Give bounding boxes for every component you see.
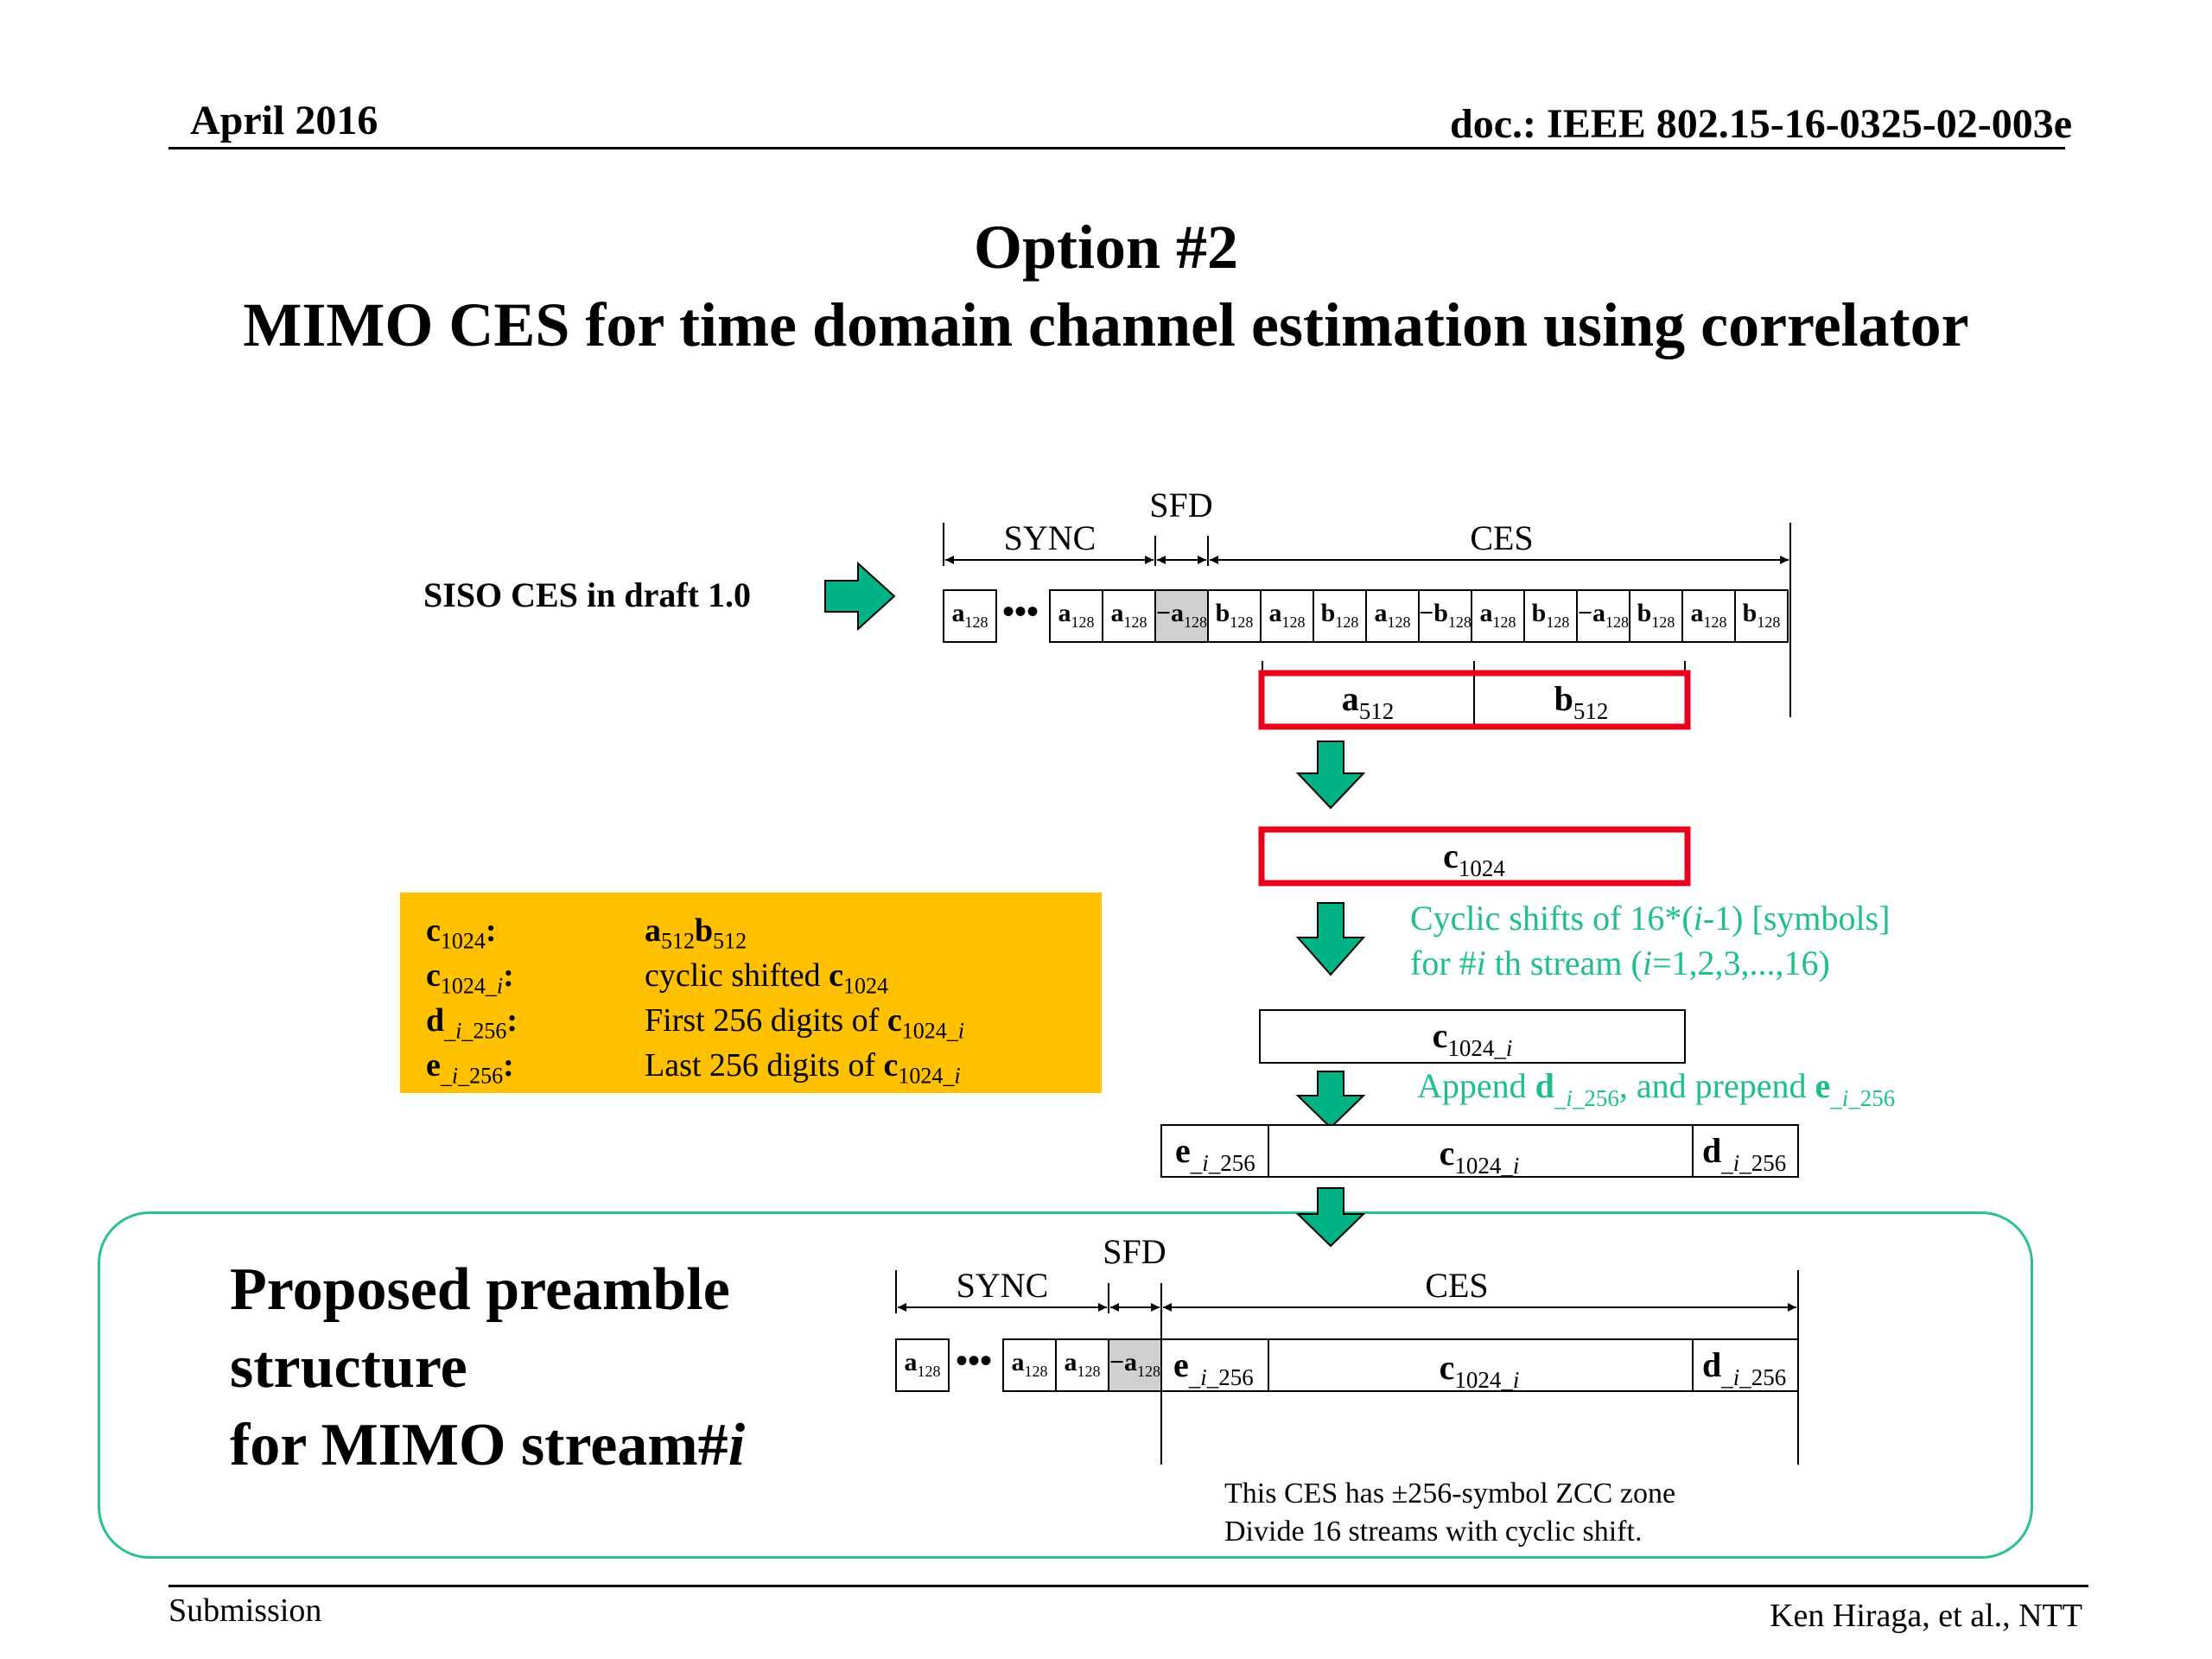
legend-key-e256: e_i_256: — [426, 1047, 514, 1089]
siso-ces-cell: b128 — [1216, 599, 1254, 631]
proposed-ces-label: CES — [1425, 1266, 1488, 1305]
siso-ces-cell-box — [1734, 589, 1789, 643]
siso-sync-cell: a128 — [1058, 599, 1095, 631]
legend-box: c1024: a512b512 c1024_i: cyclic shifted … — [400, 893, 1102, 1093]
proposed-title-line1: Proposed preamble — [230, 1256, 730, 1323]
ellipsis-icon: ••• — [1002, 592, 1039, 631]
block-arrow-right-icon — [824, 561, 896, 632]
proposed-sync-cell: a128 — [1012, 1348, 1048, 1380]
siso-sync-cell-box — [1102, 589, 1156, 643]
siso-ces-cell-box — [1260, 589, 1314, 643]
d256-label: d_i_256 — [1702, 1345, 1786, 1390]
siso-ces-cell-box — [1313, 589, 1367, 643]
siso-ces-cell: a128 — [1691, 599, 1727, 631]
legend-value-e256: Last 256 digits of c1024_i — [645, 1047, 961, 1089]
legend-key-d256: d_i_256: — [426, 1002, 518, 1044]
siso-ces-cell: b128 — [1321, 599, 1359, 631]
e256-label: e_i_256 — [1173, 1345, 1254, 1390]
block-arrow-down-icon — [1295, 741, 1366, 810]
append-note: Append d_i_256, and prepend e_i_256 — [1417, 1066, 1895, 1111]
siso-ces-cell: b128 — [1532, 599, 1570, 631]
siso-sync-label: SYNC — [1004, 518, 1096, 557]
proposed-sync-cell: −a128 — [1109, 1348, 1160, 1380]
proposed-sync-cell-box — [895, 1338, 950, 1392]
e256-label: e_i_256 — [1175, 1131, 1255, 1176]
proposed-sync-cell-box — [1055, 1338, 1109, 1392]
siso-sync-cell: a128 — [952, 599, 988, 631]
proposed-title-line2: structure — [230, 1334, 467, 1401]
siso-ces-cell-box — [1576, 589, 1630, 643]
siso-ces-cell-box — [1523, 589, 1578, 643]
header-doc-id: doc.: IEEE 802.15-16-0325-02-003e — [1450, 101, 2072, 147]
siso-label: SISO CES in draft 1.0 — [423, 575, 751, 614]
zcc-note-line1: This CES has ±256-symbol ZCC zone — [1224, 1478, 1676, 1510]
siso-ces-cell: a128 — [1480, 599, 1516, 631]
siso-ces-cell: a128 — [1375, 599, 1411, 631]
proposed-sync-cell-box — [1108, 1338, 1162, 1392]
legend-key-c1024i: c1024_i: — [426, 957, 514, 999]
c1024-highlight-box — [1258, 826, 1691, 887]
siso-ces-cell-box — [1418, 589, 1472, 643]
ellipsis-icon: ••• — [956, 1341, 992, 1380]
block-arrow-down-icon — [1295, 1071, 1366, 1129]
siso-ces-cell: b128 — [1637, 599, 1675, 631]
legend-key-c1024: c1024: — [426, 912, 497, 954]
siso-sync-cell: a128 — [1111, 599, 1147, 631]
cyclic-shift-note-line1: Cyclic shifts of 16*(i-1) [symbols] — [1410, 899, 1891, 938]
zcc-note-line2: Divide 16 streams with cyclic shift. — [1224, 1516, 1643, 1548]
siso-sync-cell-box — [943, 589, 997, 643]
siso-ces-cell: a128 — [1269, 599, 1306, 631]
siso-sfd-label: SFD — [1149, 486, 1212, 524]
slide-title-line1: Option #2 — [973, 213, 1239, 282]
siso-ces-cell-box — [1207, 589, 1262, 643]
header-rule — [168, 147, 2065, 149]
proposed-title-line3: for MIMO stream#i — [230, 1412, 746, 1478]
proposed-sync-label: SYNC — [957, 1266, 1049, 1305]
legend-value-c1024i: cyclic shifted c1024 — [645, 957, 889, 999]
footer-submission: Submission — [168, 1592, 322, 1629]
footer-rule — [168, 1585, 2088, 1587]
block-arrow-down-icon — [1295, 1187, 1366, 1248]
siso-sync-cell-box — [1049, 589, 1103, 643]
cyclic-shift-note-line2: for #i th stream (i=1,2,3,...,16) — [1410, 944, 1830, 982]
slide-title-line2: MIMO CES for time domain channel estimat… — [243, 290, 1969, 359]
proposed-sync-cell: a128 — [905, 1348, 941, 1380]
siso-sync-cell: −a128 — [1156, 599, 1207, 631]
legend-value-d256: First 256 digits of c1024_i — [645, 1002, 964, 1044]
proposed-sfd-label: SFD — [1103, 1232, 1166, 1271]
proposed-structure-panel: Proposed preamble structure for MIMO str… — [98, 1211, 2033, 1559]
siso-ces-cell: −b128 — [1419, 599, 1471, 631]
siso-ces-cell: −a128 — [1578, 599, 1629, 631]
header-date: April 2016 — [190, 98, 378, 143]
c1024i-box — [1259, 1009, 1686, 1064]
proposed-sync-cell: a128 — [1065, 1348, 1101, 1380]
block-arrow-down-icon — [1295, 902, 1366, 976]
legend-value-c1024: a512b512 — [645, 912, 747, 954]
siso-ces-label: CES — [1470, 518, 1533, 557]
footer-authors: Ken Hiraga, et al., NTT — [1770, 1598, 2082, 1634]
siso-ces-cell-box — [1471, 589, 1525, 643]
siso-ces-cell: b128 — [1743, 599, 1781, 631]
c1024i-label: c1024_i — [1440, 1348, 1520, 1393]
